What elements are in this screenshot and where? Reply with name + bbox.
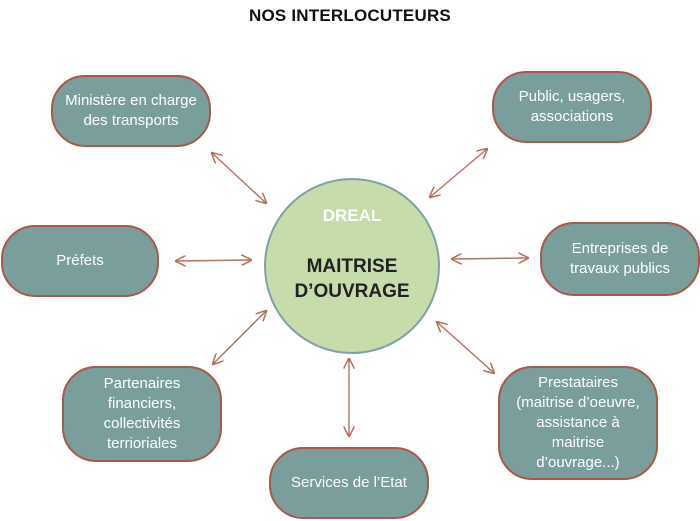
node-ministere: Ministère en charge des transports	[51, 75, 211, 147]
node-prefets: Préfets	[1, 225, 159, 297]
arrow-prefets	[176, 260, 251, 261]
arrow-partenaires	[213, 311, 266, 364]
node-ministere-label: Ministère en charge des transports	[65, 92, 197, 129]
center-circle: DREAL MAITRISE D’OUVRAGE	[264, 178, 440, 354]
arrow-prestataires	[437, 322, 494, 373]
node-prestataires: Prestataires (maitrise d’oeuvre, assista…	[498, 366, 658, 480]
arrow-ministere	[212, 153, 266, 203]
center-dreal-label: DREAL	[322, 206, 382, 225]
node-entreprises-label: Entreprises de travaux publics	[569, 240, 671, 277]
node-partenaires: Partenaires financiers, collectivités te…	[62, 366, 222, 462]
node-entreprises: Entreprises de travaux publics	[540, 222, 700, 296]
node-services-label: Services de l’Etat	[291, 474, 407, 491]
arrow-entreprises	[452, 258, 528, 259]
center-maitrise-label: MAITRISE D’OUVRAGE	[294, 256, 410, 302]
node-prefets-label: Préfets	[56, 252, 104, 269]
node-services: Services de l’Etat	[269, 447, 429, 519]
arrow-public	[430, 149, 487, 197]
diagram-title: NOS INTERLOCUTEURS	[249, 6, 451, 25]
node-partenaires-label: Partenaires financiers, collectivités te…	[103, 375, 181, 452]
node-public: Public, usagers, associations	[492, 71, 652, 143]
node-public-label: Public, usagers, associations	[518, 88, 626, 125]
node-prestataires-label: Prestataires (maitrise d’oeuvre, assista…	[516, 374, 640, 471]
